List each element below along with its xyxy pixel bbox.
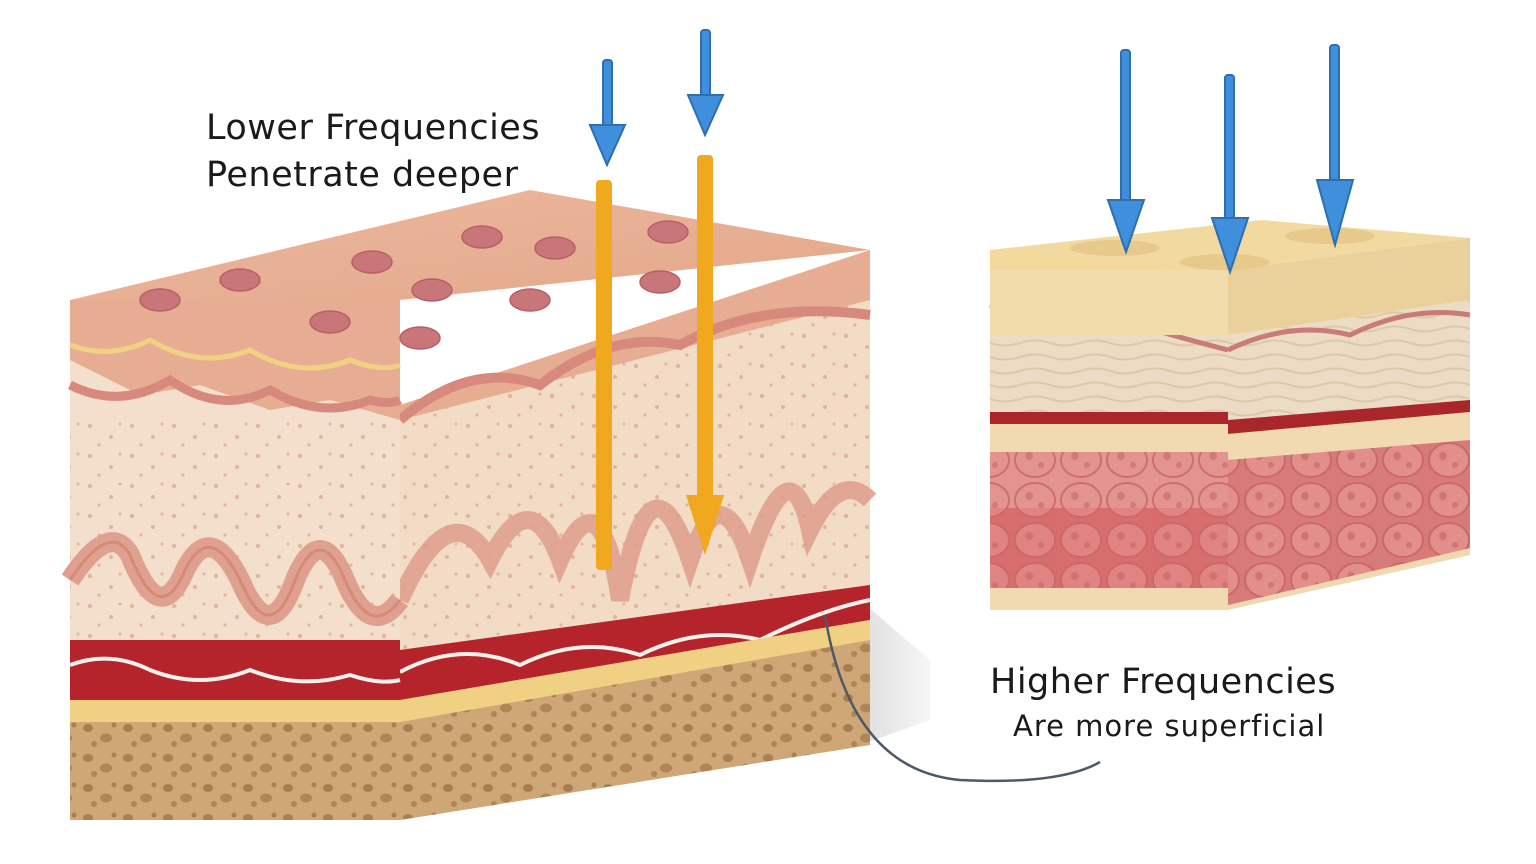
left-high-frequency-arrows — [588, 29, 725, 168]
higher-frequencies-label: Higher Frequencies — [990, 662, 1337, 702]
right-skin-block — [989, 220, 1471, 610]
penetrate-deeper-label: Penetrate deeper — [206, 155, 519, 195]
more-superficial-label: Are more superficial — [1013, 709, 1326, 743]
right-high-frequency-arrows — [1106, 44, 1355, 276]
left-block-shadow — [860, 600, 930, 745]
down-arrow-icon — [596, 180, 612, 570]
connector-line — [823, 614, 1101, 783]
down-arrow-icon — [1315, 44, 1355, 249]
down-arrow-icon — [1210, 74, 1250, 276]
left-block-side-face — [391, 250, 877, 820]
down-arrow-icon — [686, 155, 724, 555]
left-block-front-face — [61, 300, 408, 820]
down-arrow-icon — [686, 29, 725, 138]
right-block-top-face — [990, 220, 1470, 335]
skin-pores — [139, 220, 689, 350]
lower-frequencies-label: Lower Frequencies — [206, 108, 541, 148]
low-frequency-arrows — [596, 155, 724, 570]
left-block-top-face — [70, 190, 870, 350]
left-skin-block — [61, 190, 930, 820]
down-arrow-icon — [1106, 49, 1146, 256]
down-arrow-icon — [588, 59, 627, 168]
